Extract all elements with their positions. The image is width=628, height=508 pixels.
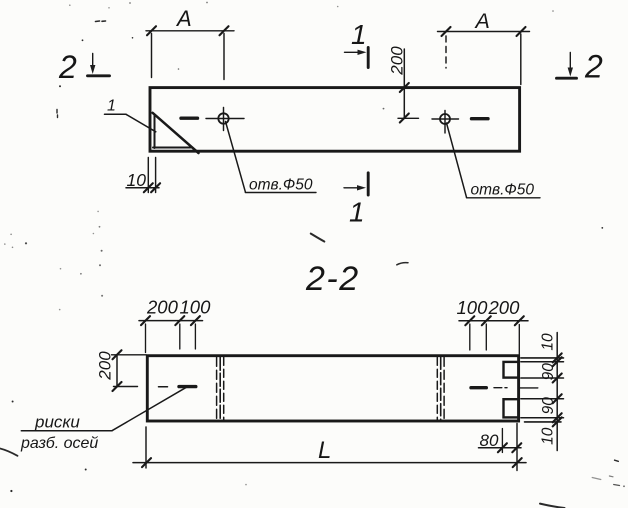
svg-text:100: 100 — [457, 297, 489, 318]
svg-text:100: 100 — [180, 297, 212, 318]
svg-text:90: 90 — [540, 363, 557, 381]
svg-text:90: 90 — [540, 397, 557, 415]
svg-text:1: 1 — [107, 98, 116, 115]
svg-text:200: 200 — [96, 351, 115, 381]
svg-text:риски: риски — [34, 413, 80, 432]
svg-text:10: 10 — [540, 333, 557, 351]
svg-text:отв.Ф50: отв.Ф50 — [249, 177, 313, 194]
svg-text:1: 1 — [351, 19, 367, 50]
svg-text:L: L — [318, 437, 331, 464]
svg-text:2: 2 — [58, 49, 77, 85]
svg-text:1: 1 — [349, 197, 365, 228]
svg-text:отв.Ф50: отв.Ф50 — [471, 182, 535, 199]
svg-text:10: 10 — [127, 170, 147, 190]
svg-text:разб. осей: разб. осей — [20, 435, 98, 452]
svg-text:А: А — [474, 9, 490, 33]
svg-text:А: А — [175, 6, 192, 31]
svg-text:200: 200 — [146, 297, 179, 318]
svg-text:10: 10 — [540, 427, 557, 445]
svg-text:200: 200 — [488, 297, 521, 318]
svg-text:2: 2 — [584, 49, 603, 85]
svg-text:80: 80 — [480, 431, 499, 450]
svg-text:200: 200 — [388, 46, 407, 76]
svg-text:2-2: 2-2 — [305, 260, 360, 298]
